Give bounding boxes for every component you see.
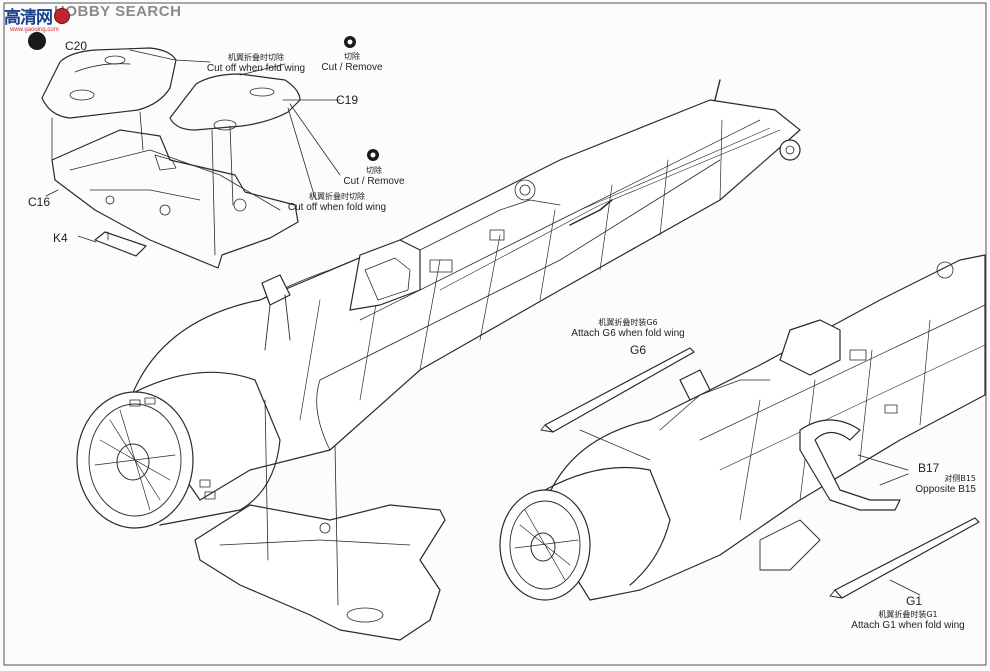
note-attach-g1-en: Attach G1 when fold wing (851, 620, 965, 631)
watermark: 高清网 HOBBY SEARCH (4, 3, 181, 29)
part-k4 (94, 231, 147, 257)
note-cut-remove-1-cn: 切除 (344, 52, 360, 61)
note-opposite-b15-en: Opposite B15 (915, 484, 976, 495)
note-cut-wing-1: 机翼折叠时切除 Cut off when fold wing (206, 53, 306, 74)
note-attach-g6-en: Attach G6 when fold wing (571, 328, 685, 339)
step-number-badge (28, 32, 46, 50)
wing-panel-c20 (41, 47, 177, 119)
main-fuselage (129, 79, 801, 501)
cut-icon-1 (344, 36, 356, 48)
cut-icon-2 (367, 149, 379, 161)
part-label-g6: G6 (630, 343, 647, 357)
part-label-c20: C20 (65, 39, 88, 53)
wing-stub-c16 (51, 129, 299, 269)
part-g1-rod (829, 517, 980, 599)
note-cut-wing-2-en: Cut off when fold wing (287, 202, 387, 213)
note-cut-wing-2-cn: 机翼折叠时切除 (309, 192, 365, 201)
page-border (3, 2, 987, 666)
part-g6-rod (540, 347, 695, 433)
part-label-k4: K4 (53, 231, 68, 245)
note-cut-remove-2-cn: 切除 (366, 166, 382, 175)
note-attach-g6: 机翼折叠时装G6 Attach G6 when fold wing (568, 318, 688, 339)
note-cut-wing-2: 机翼折叠时切除 Cut off when fold wing (285, 192, 389, 213)
engine-cowling-main (76, 371, 281, 529)
watermark-main: HOBBY SEARCH (54, 3, 182, 20)
assembly-guide-lines-top (45, 49, 341, 256)
note-attach-g1-cn: 机翼折叠时装G1 (878, 610, 938, 619)
note-cut-remove-1-en: Cut / Remove (321, 62, 383, 73)
note-attach-g1: 机翼折叠时装G1 Attach G1 when fold wing (847, 610, 969, 631)
part-label-c16: C16 (28, 195, 51, 209)
watermark-url: www.gaoqing.com (10, 27, 59, 33)
lower-wing-panel (194, 504, 446, 641)
watermark-logo-icon (54, 8, 70, 24)
note-cut-wing-1-cn: 机翼折叠时切除 (228, 53, 284, 62)
assembly-guide-lines-main (264, 399, 339, 606)
note-cut-remove-2: 切除 Cut / Remove (340, 166, 408, 187)
part-label-b17: B17 (918, 461, 940, 475)
engine-cowling-second (499, 466, 671, 601)
note-opposite-b15: 对侧B15 Opposite B15 (912, 474, 976, 495)
wing-panel-c19 (169, 73, 301, 131)
part-label-c19: C19 (336, 93, 359, 107)
note-cut-wing-1-en: Cut off when fold wing (206, 63, 306, 74)
watermark-cn: 高清网 (4, 8, 53, 28)
note-attach-g6-cn: 机翼折叠时装G6 (598, 318, 658, 327)
note-cut-remove-2-en: Cut / Remove (343, 176, 405, 187)
note-opposite-b15-cn: 对侧B15 (944, 474, 976, 483)
part-label-g1: G1 (906, 594, 923, 608)
note-cut-remove-1: 切除 Cut / Remove (318, 52, 386, 73)
wing-fold-strut-b17 (759, 419, 901, 571)
assembly-guide-lines-second (579, 429, 921, 596)
